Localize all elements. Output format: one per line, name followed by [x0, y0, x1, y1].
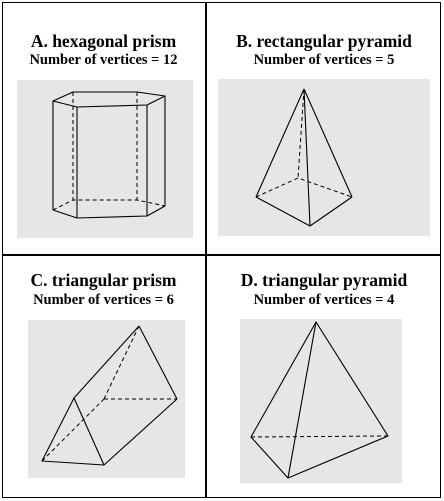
cell-triangular-pyramid: D. triangular pyramid Number of vertices… [206, 255, 442, 499]
cell-title: A. hexagonal prism [30, 31, 177, 51]
hexagonal-prism-figure [52, 91, 166, 219]
table-divider-horizontal [3, 254, 440, 256]
figure-panel [17, 80, 193, 238]
shapes-table: A. hexagonal prism Number of vertices = … [2, 2, 441, 498]
triangular-pyramid-figure [250, 321, 389, 479]
triangular-prism-figure [41, 325, 178, 466]
cell-subtitle: Number of vertices = 4 [253, 292, 395, 308]
table-divider-vertical [205, 3, 207, 497]
cell-title: D. triangular pyramid [240, 270, 408, 290]
cell-triangular-prism: C. triangular prism Number of vertices =… [3, 255, 204, 499]
cell-rectangular-pyramid: B. rectangular pyramid Number of vertice… [206, 3, 442, 253]
cell-subtitle: Number of vertices = 5 [253, 52, 395, 68]
figure-panel [240, 319, 402, 483]
cell-subtitle: Number of vertices = 6 [33, 292, 174, 308]
figure-panel [28, 320, 185, 478]
rectangular-pyramid-figure [255, 88, 353, 227]
figure-panel [218, 79, 430, 236]
cell-subtitle: Number of vertices = 12 [29, 52, 178, 68]
cell-title: C. triangular prism [30, 270, 177, 290]
cell-hexagonal-prism: A. hexagonal prism Number of vertices = … [3, 3, 204, 253]
cell-title: B. rectangular pyramid [236, 31, 412, 51]
